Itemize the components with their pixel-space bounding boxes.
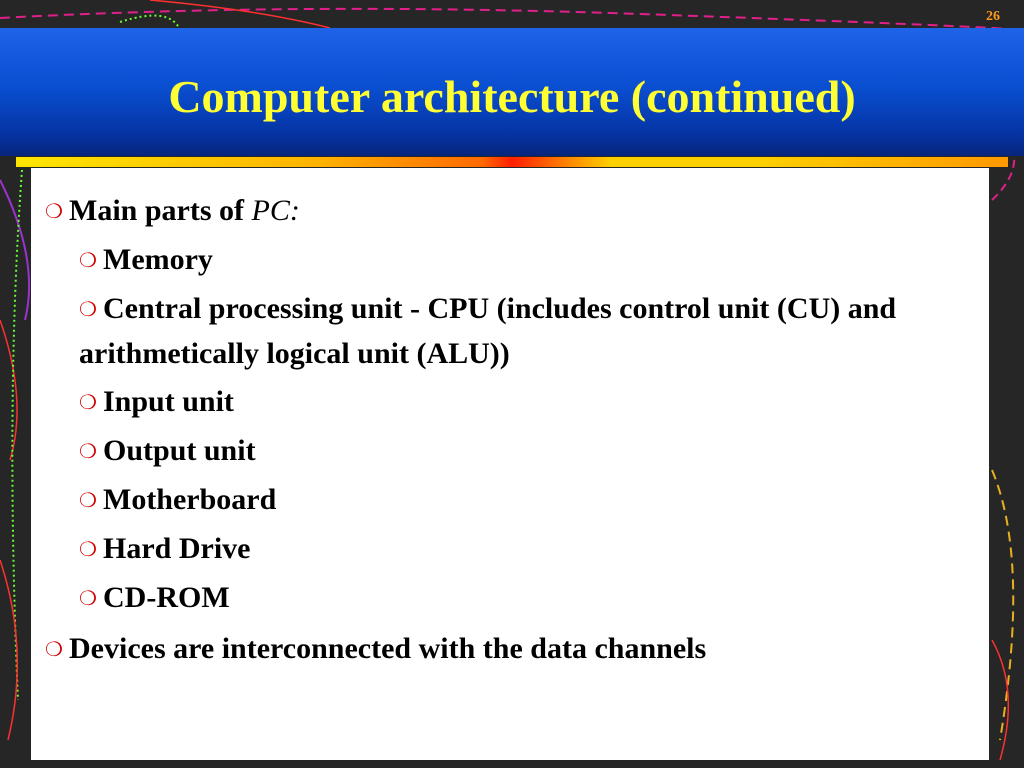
sub-item-label: CD-ROM — [103, 581, 230, 614]
sub-item-cd-rom: ❍ CD-ROM — [79, 576, 230, 621]
bullet-icon: ❍ — [45, 201, 63, 223]
sub-item-memory: ❍ Memory — [79, 238, 213, 283]
sub-item-input-unit: ❍ Input unit — [79, 380, 234, 425]
slide-number: 26 — [986, 9, 1000, 24]
sub-item-output-unit: ❍ Output unit — [79, 429, 256, 474]
bullet-icon: ❍ — [45, 639, 63, 661]
bullet-icon: ❍ — [79, 490, 97, 512]
bullet-icon: ❍ — [79, 392, 97, 414]
bullet-main-parts: ❍ Main parts of PC: — [45, 189, 300, 234]
main-parts-label: Main parts of — [69, 194, 244, 227]
bullet-devices: ❍ Devices are interconnected with the dat… — [45, 627, 706, 672]
devices-label: Devices are interconnected with the data… — [69, 632, 707, 665]
content-area: ❍Main parts of PC: ❍Memory ❍Central proc… — [31, 168, 989, 760]
sub-item-label: Central processing unit - CPU (includes … — [79, 292, 897, 370]
bullet-icon: ❍ — [79, 588, 97, 610]
sub-item-label: Motherboard — [103, 483, 277, 516]
sub-item-motherboard: ❍ Motherboard — [79, 478, 276, 523]
bullet-icon: ❍ — [79, 441, 97, 463]
sub-item-label: Hard Drive — [103, 532, 251, 565]
bullet-icon: ❍ — [79, 539, 97, 561]
bullet-icon: ❍ — [79, 250, 97, 272]
title-accent-bar — [16, 157, 1008, 167]
sub-item-hard-drive: ❍ Hard Drive — [79, 527, 250, 572]
title-header — [0, 28, 1024, 156]
slide-title: Computer architecture (continued) — [168, 71, 856, 122]
main-parts-term: PC: — [251, 194, 300, 227]
sub-item-label: Output unit — [103, 434, 256, 467]
sub-item-label: Input unit — [103, 385, 234, 418]
sub-item-cpu: ❍Central processing unit - CPU (includes… — [79, 287, 969, 376]
bullet-icon: ❍ — [79, 299, 97, 321]
sub-item-label: Memory — [103, 243, 213, 276]
